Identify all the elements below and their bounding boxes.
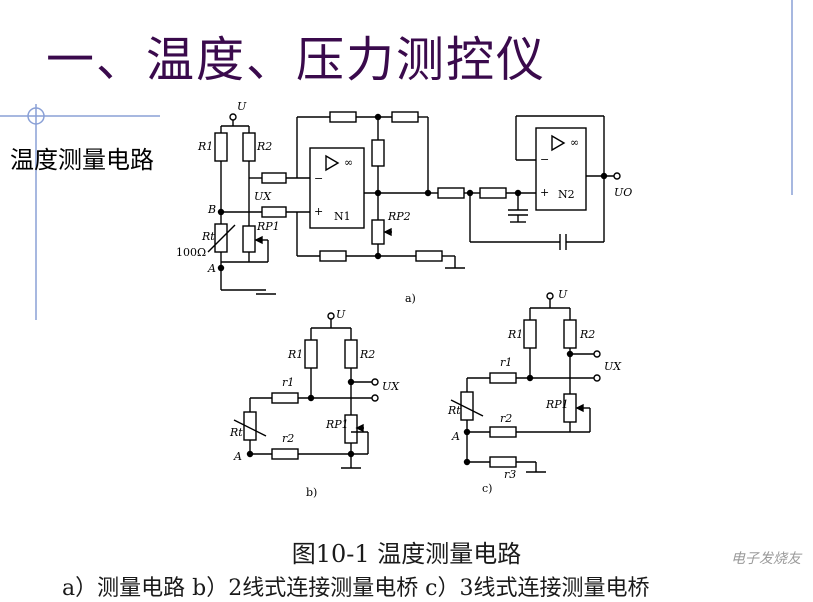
b-ux-label: UX bbox=[382, 380, 400, 393]
diagram-b bbox=[233, 312, 379, 469]
a-n2-plus: + bbox=[540, 186, 549, 199]
a-n2-label: N2 bbox=[558, 188, 575, 201]
a-uo-label: UO bbox=[614, 186, 632, 199]
a-caption-label: a) bbox=[405, 292, 416, 305]
a-n1-minus: − bbox=[314, 172, 323, 185]
a-r2-label: R2 bbox=[256, 140, 272, 153]
a-u-label: U bbox=[237, 100, 247, 113]
c-rp1-label: RP1 bbox=[545, 398, 569, 411]
a-n1-plus: + bbox=[314, 205, 323, 218]
a-a-label: A bbox=[207, 262, 216, 275]
b-a-label: A bbox=[233, 450, 242, 463]
a-n1-inf: ∞ bbox=[344, 156, 353, 169]
slide-title: 一、温度、压力测控仪 bbox=[46, 32, 547, 88]
a-rp1-label: RP1 bbox=[256, 220, 280, 233]
b-r2-small-label: r2 bbox=[282, 432, 294, 445]
a-rt-label: Rt bbox=[201, 230, 215, 243]
diagram-a bbox=[207, 111, 621, 295]
watermark: 电子发烧友 bbox=[731, 551, 801, 567]
b-r1-small-label: r1 bbox=[282, 376, 294, 389]
c-r1-label: R1 bbox=[507, 328, 523, 341]
c-r2-label: R2 bbox=[579, 328, 595, 341]
a-b-label: B bbox=[207, 203, 216, 216]
c-rt-label: Rt bbox=[447, 404, 461, 417]
c-a-label: A bbox=[451, 430, 460, 443]
a-n2-inf: ∞ bbox=[570, 136, 579, 149]
diagram-c bbox=[450, 292, 601, 473]
b-rt-label: Rt bbox=[229, 426, 243, 439]
b-r1-label: R1 bbox=[287, 348, 303, 361]
figure-caption: 图10-1 温度测量电路 bbox=[291, 540, 522, 568]
b-u-label: U bbox=[336, 308, 346, 321]
a-r1-label: R1 bbox=[197, 140, 213, 153]
a-n1-label: N1 bbox=[334, 210, 351, 223]
c-r2-small-label: r2 bbox=[500, 412, 512, 425]
a-rp2-label: RP2 bbox=[387, 210, 411, 223]
a-100ohm-label: 100Ω bbox=[176, 246, 206, 259]
side-label: 温度测量电路 bbox=[10, 146, 154, 174]
figure-subcaption: a）测量电路 b）2线式连接测量电桥 c）3线式连接测量电桥 bbox=[62, 576, 650, 601]
c-u-label: U bbox=[558, 288, 568, 301]
c-ux-label: UX bbox=[604, 360, 622, 373]
b-caption-label: b) bbox=[306, 486, 317, 499]
b-r2-label: R2 bbox=[359, 348, 375, 361]
a-ux-label: UX bbox=[254, 190, 272, 203]
c-caption-label: c) bbox=[482, 482, 492, 495]
c-r3-label: r3 bbox=[504, 468, 516, 481]
b-rp1-label: RP1 bbox=[325, 418, 349, 431]
a-n2-minus: − bbox=[540, 153, 549, 166]
c-r1-small-label: r1 bbox=[500, 356, 512, 369]
